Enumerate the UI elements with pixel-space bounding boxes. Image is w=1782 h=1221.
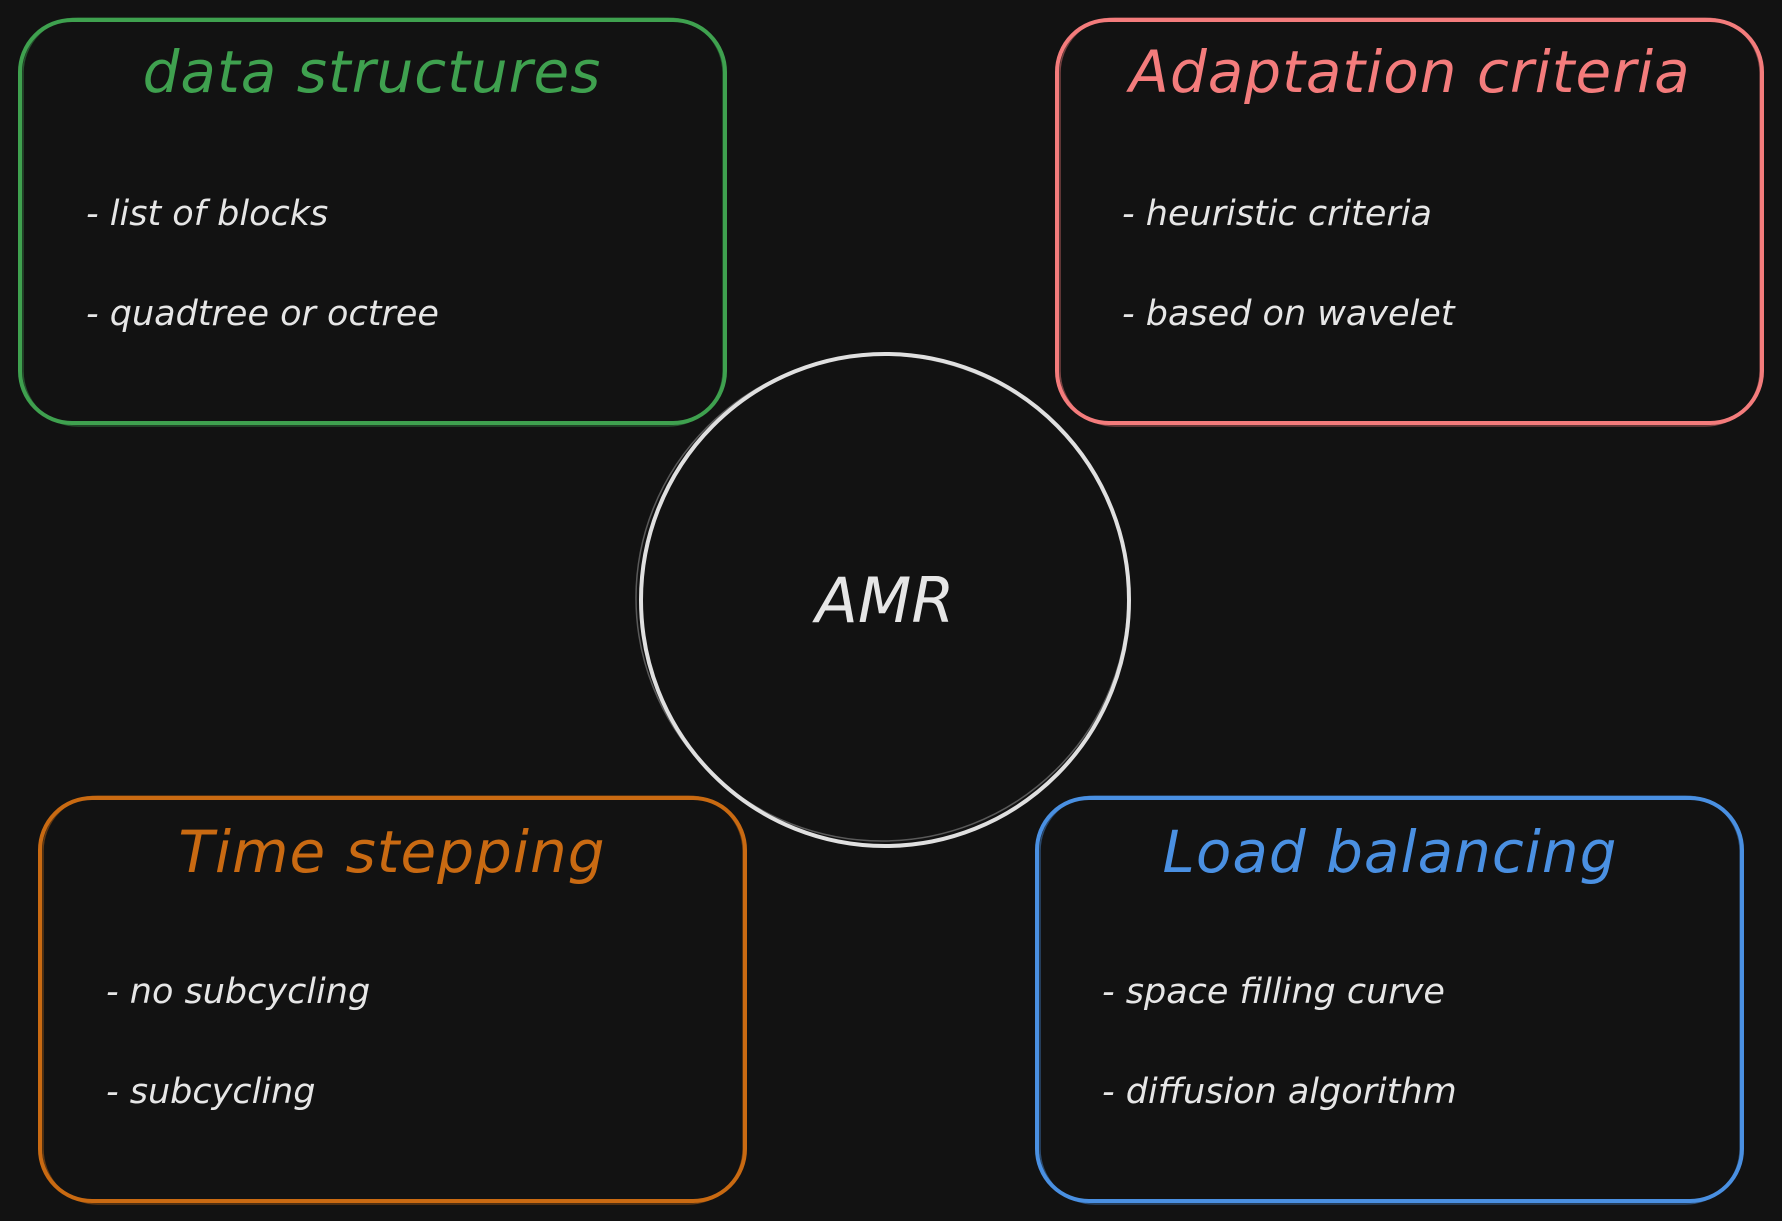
box-time-stepping-title: Time stepping xyxy=(178,818,605,886)
center-circle-sketch xyxy=(635,354,1129,842)
box-load-balancing-sketch xyxy=(1039,795,1741,1205)
box-time-stepping-border xyxy=(38,796,747,1203)
box-adaptation-criteria-sketch xyxy=(1059,17,1761,427)
box-load-balancing-item-2: - diffusion algorithm xyxy=(1102,1072,1457,1112)
box-load-balancing: Load balancing - space filling curve - d… xyxy=(1035,795,1744,1205)
box-data-structures-sketch xyxy=(22,17,724,427)
box-time-stepping-item-2: - subcycling xyxy=(106,1072,315,1112)
center-node: AMR xyxy=(635,352,1131,848)
box-data-structures-title: data structures xyxy=(143,38,602,106)
box-data-structures-item-1: - list of blocks xyxy=(86,194,328,234)
center-label: AMR xyxy=(812,564,955,637)
box-adaptation-criteria-item-1: - heuristic criteria xyxy=(1122,194,1432,234)
box-load-balancing-item-1: - space filling curve xyxy=(1102,972,1445,1012)
box-time-stepping-sketch xyxy=(42,795,744,1205)
center-circle xyxy=(639,352,1131,848)
box-adaptation-criteria-border xyxy=(1055,18,1764,425)
box-data-structures-item-2: - quadtree or octree xyxy=(86,294,439,334)
box-adaptation-criteria-title: Adaptation criteria xyxy=(1125,38,1690,106)
box-adaptation-criteria-item-2: - based on wavelet xyxy=(1122,294,1456,334)
box-time-stepping: Time stepping - no subcycling - subcycli… xyxy=(38,795,747,1205)
box-adaptation-criteria: Adaptation criteria - heuristic criteria… xyxy=(1055,17,1764,427)
box-data-structures-border xyxy=(18,18,727,425)
box-load-balancing-border xyxy=(1035,796,1744,1203)
box-load-balancing-title: Load balancing xyxy=(1163,818,1618,886)
box-time-stepping-item-1: - no subcycling xyxy=(106,972,370,1012)
box-data-structures: data structures - list of blocks - quadt… xyxy=(18,17,727,427)
